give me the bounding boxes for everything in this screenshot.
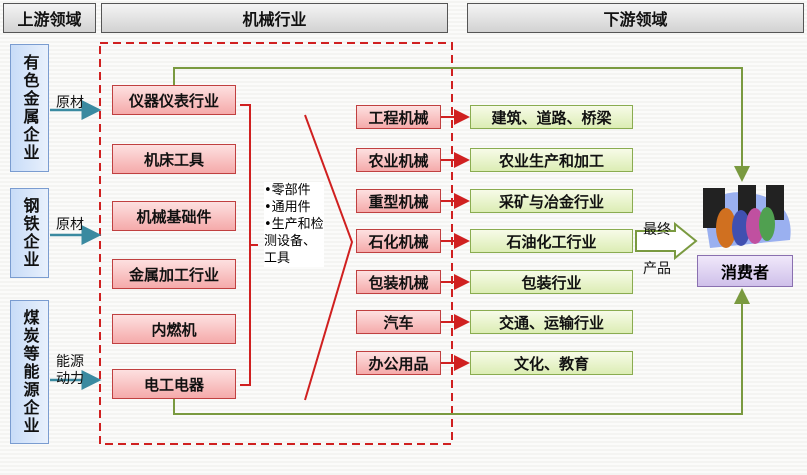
input-label: 原材 — [56, 95, 84, 111]
sector-box: 机床工具 — [112, 144, 236, 174]
downstream-box: 包装行业 — [470, 270, 633, 294]
downstream-box: 文化、教育 — [470, 351, 633, 375]
downstream-box: 建筑、道路、桥梁 — [470, 105, 633, 129]
product-box: 汽车 — [356, 310, 441, 334]
sector-box: 金属加工行业 — [112, 259, 236, 289]
upstream-steel: 钢铁企业 — [10, 188, 49, 278]
downstream-box: 交通、运输行业 — [470, 310, 633, 334]
header-downstream: 下游领域 — [467, 3, 804, 33]
product-box: 农业机械 — [356, 148, 441, 172]
product-box: 办公用品 — [356, 351, 441, 375]
downstream-box: 农业生产和加工 — [470, 148, 633, 172]
components-list: •零部件 •通用件 •生产和检测设备、工具 — [264, 182, 324, 267]
upstream-energy: 煤炭等能源企业 — [10, 300, 49, 444]
input-label: 原材 — [56, 217, 84, 233]
downstream-box: 采矿与冶金行业 — [470, 189, 633, 213]
product-box: 重型机械 — [356, 189, 441, 213]
input-label: 能源动力 — [56, 354, 84, 387]
component-item: •生产和检测设备、工具 — [264, 217, 324, 266]
upstream-nonferrous: 有色金属企业 — [10, 44, 49, 172]
product-box: 包装机械 — [356, 270, 441, 294]
header-machinery: 机械行业 — [101, 3, 448, 33]
final-product-label: 产品 — [643, 261, 671, 277]
header-upstream: 上游领域 — [3, 3, 96, 33]
consumer-box: 消费者 — [697, 255, 793, 287]
downstream-box: 石油化工行业 — [470, 229, 633, 253]
sector-box: 仪器仪表行业 — [112, 85, 236, 115]
sector-box: 机械基础件 — [112, 201, 236, 231]
component-item: •通用件 — [264, 200, 311, 215]
product-box: 工程机械 — [356, 105, 441, 129]
sector-box: 电工电器 — [112, 369, 236, 399]
consumers-clipart-icon — [703, 185, 791, 248]
sector-box: 内燃机 — [112, 314, 236, 344]
final-product-label: 最终 — [643, 222, 671, 238]
product-box: 石化机械 — [356, 229, 441, 253]
component-item: •零部件 — [264, 183, 311, 198]
